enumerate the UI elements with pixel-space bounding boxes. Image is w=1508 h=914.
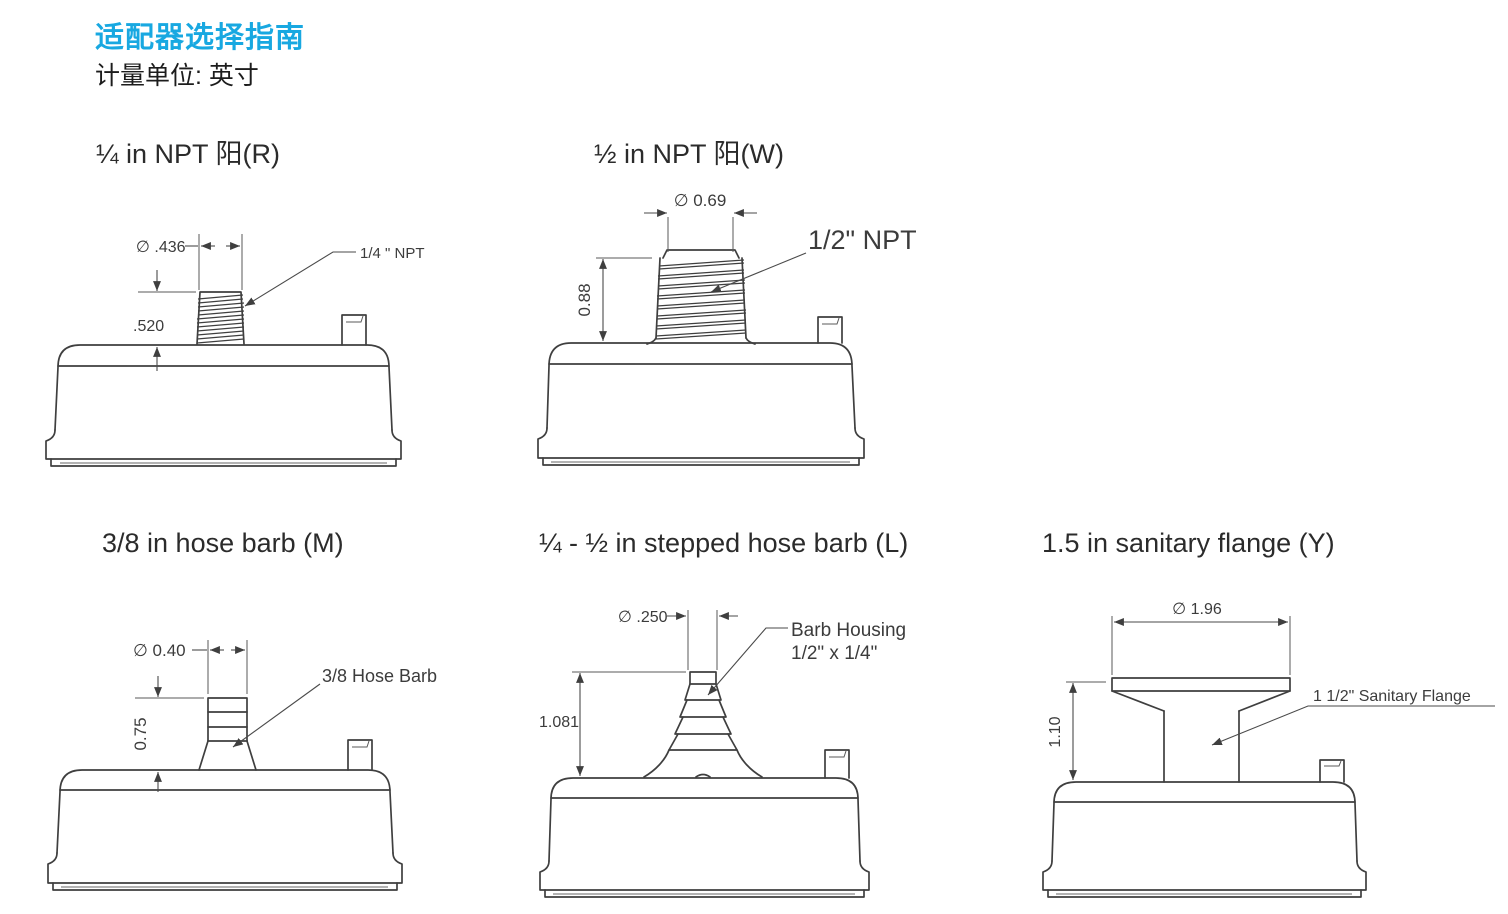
dimension-height-label: 1.081 [539, 714, 579, 731]
dimension-height: 1.081 [539, 671, 686, 776]
adapter-drawing-M: ∅ 0.40 0.75 3/8 Hose Barb [47, 640, 437, 891]
adapter-drawing-Y: ∅ 1.96 1.10 1 1/2" Sanitary Flange [1042, 601, 1495, 898]
dimension-height: 0.75 [131, 676, 204, 792]
mounting-tab [341, 314, 367, 346]
dimension-height: 0.88 [575, 257, 652, 341]
adapter-body [45, 344, 402, 467]
callout-label: 1/2" NPT [808, 225, 917, 255]
adapter-heading-R: ¼ in NPT 阳(R) [96, 139, 281, 169]
mounting-tab [1319, 759, 1345, 783]
dimension-height-label: 0.88 [575, 283, 594, 316]
dimension-diameter: ∅ .250 [618, 609, 738, 670]
sanitary-flange [1111, 677, 1291, 783]
callout: 1/2" NPT [710, 225, 917, 293]
dimension-diameter-label: ∅ 0.40 [133, 641, 186, 660]
dimension-diameter: ∅ .436 [136, 234, 243, 290]
callout-label-line1: Barb Housing [791, 620, 906, 641]
callout: 3/8 Hose Barb [232, 666, 437, 748]
dimension-diameter: ∅ 0.40 [133, 640, 248, 694]
dimension-diameter: ∅ 1.96 [1111, 601, 1291, 675]
dimension-diameter-label: ∅ 1.96 [1172, 601, 1222, 618]
mounting-tab [824, 749, 850, 779]
dimension-height: 1.10 [1047, 681, 1106, 780]
dimension-height-label: 1.10 [1047, 716, 1064, 747]
adapter-drawing-W: ∅ 0.69 0.88 1/2" NPT [537, 191, 917, 466]
adapter-heading-W: ½ in NPT 阳(W) [594, 139, 785, 169]
dimension-diameter-label: ∅ 0.69 [674, 191, 727, 210]
stepped-barb [643, 671, 763, 778]
callout: 1 1/2" Sanitary Flange [1211, 688, 1495, 746]
adapter-body [1042, 781, 1367, 898]
callout-label: 1/4 " NPT [360, 245, 425, 262]
dimension-height-label: .520 [133, 318, 164, 335]
callout-label: 1 1/2" Sanitary Flange [1313, 688, 1471, 705]
adapter-body [47, 769, 403, 891]
npt-thread [646, 249, 756, 345]
npt-thread [196, 291, 245, 345]
adapter-body [537, 342, 865, 466]
page-title: 适配器选择指南 [95, 22, 306, 54]
dimension-diameter-label: ∅ .250 [618, 609, 668, 626]
adapter-body [539, 777, 870, 898]
adapter-heading-M: 3/8 in hose barb (M) [102, 528, 344, 558]
dimension-height: .520 [133, 270, 196, 371]
callout-label-line2: 1/2" x 1/4" [791, 643, 877, 664]
adapter-heading-L: ¼ - ½ in stepped hose barb (L) [539, 528, 909, 558]
callout: 1/4 " NPT [244, 245, 425, 307]
callout-label: 3/8 Hose Barb [322, 666, 437, 686]
dimension-diameter-label: ∅ .436 [136, 239, 186, 256]
adapter-drawing-R: ∅ .436 .520 1/4 " NPT [45, 234, 425, 467]
mounting-tab [347, 739, 373, 771]
adapter-drawing-L: ∅ .250 1.081 Barb Housing 1/2" x 1/4" [539, 609, 906, 898]
dimension-height-label: 0.75 [131, 717, 150, 750]
mounting-tab [817, 316, 843, 344]
callout: Barb Housing 1/2" x 1/4" [707, 620, 906, 696]
adapter-heading-Y: 1.5 in sanitary flange (Y) [1042, 528, 1335, 558]
hose-barb [198, 697, 257, 771]
page-subtitle: 计量单位: 英寸 [95, 62, 259, 90]
dimension-diameter: ∅ 0.69 [644, 191, 757, 252]
